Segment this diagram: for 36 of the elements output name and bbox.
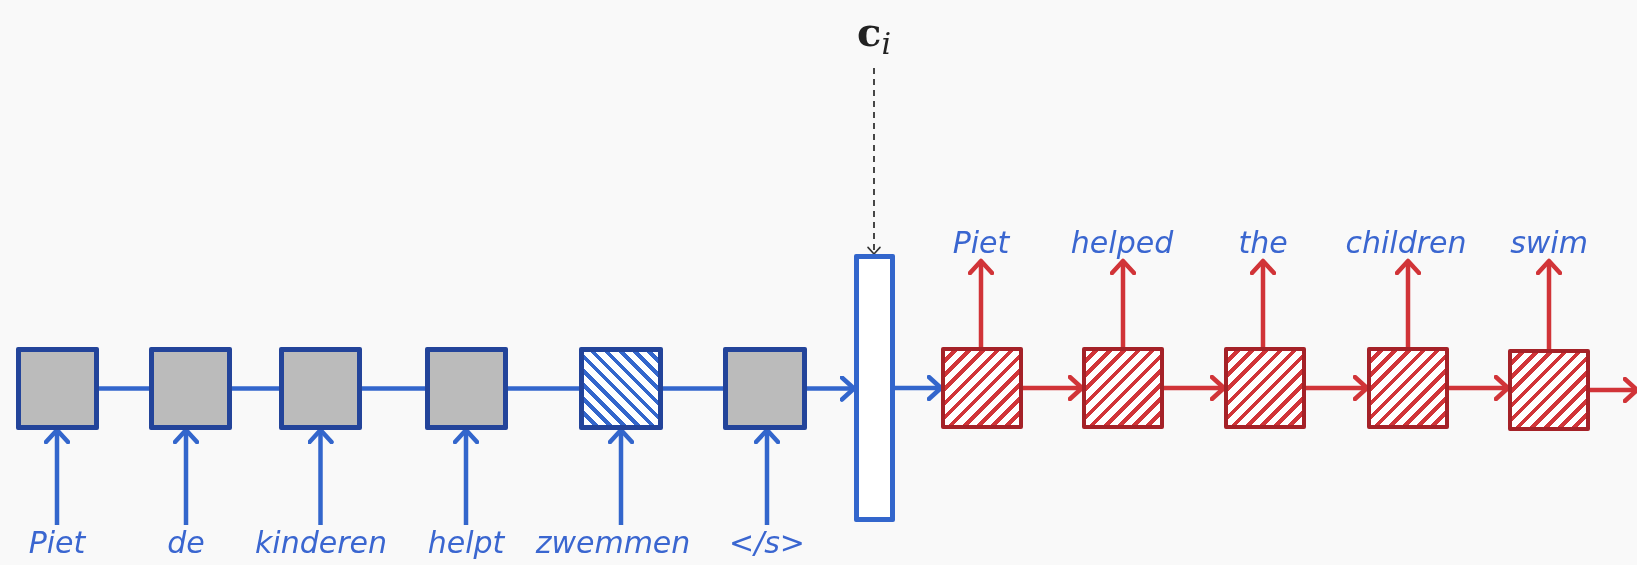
arrow bbox=[1394, 258, 1422, 347]
decoder-cell bbox=[941, 347, 1023, 429]
word-label: swim bbox=[1510, 225, 1588, 261]
arrow bbox=[1535, 258, 1563, 349]
encoder-cell bbox=[149, 347, 232, 430]
connector-line bbox=[508, 386, 579, 391]
encoder-cell bbox=[425, 347, 508, 430]
decoder-cell bbox=[1082, 347, 1164, 429]
decoder-cell bbox=[1224, 347, 1306, 429]
encoder-cell bbox=[16, 347, 99, 430]
word-label: the bbox=[1238, 225, 1288, 261]
word-label: zwemmen bbox=[535, 525, 691, 561]
word-label: Piet bbox=[28, 525, 86, 561]
encoder-cell bbox=[279, 347, 362, 430]
word-label: children bbox=[1345, 225, 1467, 261]
arrow bbox=[867, 67, 881, 255]
connector-line bbox=[232, 386, 279, 391]
connector-line bbox=[663, 386, 723, 391]
arrow bbox=[1109, 258, 1137, 347]
encoder-cell bbox=[579, 347, 663, 430]
context-vector-label: c$_{i}$ bbox=[857, 8, 891, 68]
arrow bbox=[967, 258, 995, 347]
word-label: helped bbox=[1070, 225, 1174, 261]
encoder-cell bbox=[723, 347, 807, 430]
word-label: Piet bbox=[952, 225, 1010, 261]
word-label: helpt bbox=[427, 525, 505, 561]
connector-line bbox=[99, 386, 149, 391]
context-vector-bar bbox=[854, 254, 895, 522]
arrow bbox=[1590, 376, 1637, 404]
connector-line bbox=[362, 386, 425, 391]
decoder-cell bbox=[1367, 347, 1449, 429]
word-label: kinderen bbox=[255, 525, 387, 561]
word-label: de bbox=[167, 525, 205, 561]
decoder-cell bbox=[1508, 349, 1590, 431]
word-label: </s> bbox=[729, 525, 805, 561]
arrow bbox=[1249, 258, 1277, 347]
